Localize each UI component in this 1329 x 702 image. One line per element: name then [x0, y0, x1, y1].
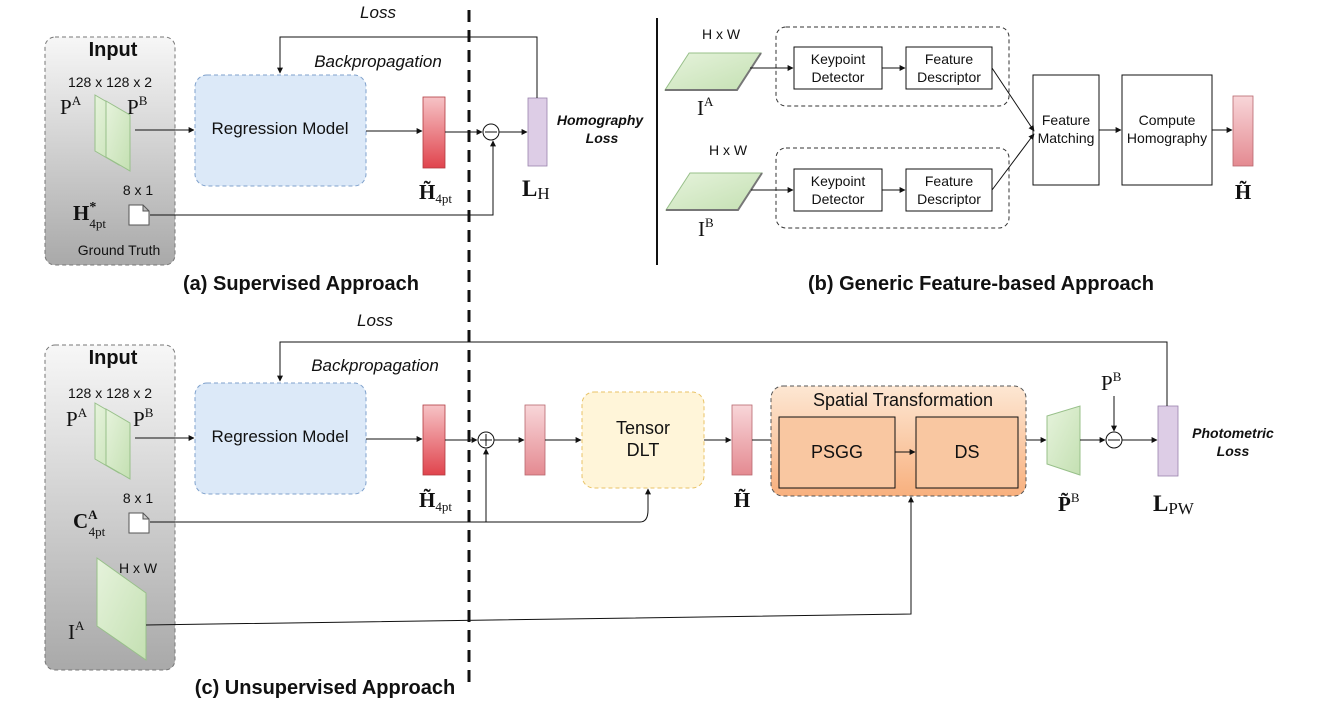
image-a-shape-c: [96, 557, 147, 661]
patch-b-shape-c: [105, 408, 131, 480]
tensor-dlt-l2: DLT: [627, 440, 660, 460]
regression-model-a-label: Regression Model: [211, 119, 348, 138]
loss-label-a: Loss: [360, 3, 396, 22]
feature-matching-box: [1032, 74, 1100, 186]
arrow-fd-top-to-match: [991, 67, 1035, 132]
warped-patch-shape: [1046, 405, 1081, 476]
input-panel-c: [44, 344, 176, 671]
patch-a-label-c: PA: [66, 405, 88, 431]
h4pt-block-c: [422, 404, 446, 476]
image-size-a-b: H x W: [702, 26, 741, 42]
image-a-label-c: IA: [68, 618, 85, 644]
h-block-c: [731, 404, 753, 476]
pb-label-c: PB: [1101, 369, 1122, 395]
gt-path-to-sub-a: [150, 140, 496, 216]
image-b-plane-shadow: [666, 172, 763, 211]
homography-loss-line1: Homography: [557, 112, 645, 128]
backprop-label-a: Backpropagation: [314, 52, 442, 71]
gt-size: 8 x 1: [123, 182, 154, 198]
homography-output-block-b: [1232, 95, 1254, 167]
warped-patch-label: P̃B: [1058, 490, 1080, 516]
regression-model-c: [194, 382, 367, 495]
loss-symbol-c: LPW: [1153, 491, 1195, 518]
compute-homography-l2: Homography: [1127, 130, 1207, 146]
loss-label-c: Loss: [357, 311, 393, 330]
backprop-path-c: [277, 341, 1168, 406]
loss-block-a: [527, 97, 548, 167]
gt-label: Ground Truth: [78, 242, 161, 258]
spatial-transformation-label: Spatial Transformation: [813, 390, 993, 410]
input-size-c: 128 x 128 x 2: [68, 385, 152, 401]
h4pt-label-c: H̃4pt: [419, 488, 452, 514]
homography-output-label-b: H̃: [1235, 180, 1251, 204]
input-size-a: 128 x 128 x 2: [68, 74, 152, 90]
input-title-a: Input: [89, 39, 138, 61]
keypoint-detector-bottom-l2: Detector: [812, 191, 865, 207]
feature-descriptor-bottom-l2: Descriptor: [917, 191, 981, 207]
feature-matching-l1: Feature: [1042, 112, 1090, 128]
caption-c: (c) Unsupervised Approach: [195, 677, 455, 699]
feature-descriptor-top: [905, 46, 993, 90]
tensor-dlt-l1: Tensor: [616, 418, 670, 438]
feature-descriptor-bottom: [905, 168, 993, 212]
psgg-label: PSGG: [811, 442, 863, 462]
patch-b-shape: [105, 100, 131, 172]
arrow-fd-bottom-to-match: [991, 133, 1035, 191]
image-size-b-b: H x W: [709, 142, 748, 158]
compute-homography-box: [1121, 74, 1213, 186]
image-a-plane-shadow: [665, 52, 762, 91]
bottom-pipeline-group: [775, 147, 1010, 229]
caption-a: (a) Supervised Approach: [183, 273, 419, 295]
keypoint-detector-bottom: [793, 168, 883, 212]
corner-doc-icon: [128, 512, 150, 534]
psgg-box: [778, 416, 896, 489]
loss-block-c: [1157, 405, 1179, 477]
image-b-plane: [665, 172, 763, 211]
loss-symbol-a: LH: [522, 176, 550, 203]
compute-homography-l1: Compute: [1139, 112, 1196, 128]
ds-label: DS: [954, 442, 979, 462]
tensor-dlt-box: [581, 391, 705, 489]
backprop-label-c: Backpropagation: [311, 356, 439, 375]
top-pipeline-group: [775, 26, 1010, 107]
keypoint-detector-top: [793, 46, 883, 90]
feature-descriptor-top-l2: Descriptor: [917, 69, 981, 85]
homography-loss-line2: Loss: [586, 130, 619, 146]
h4pt-label-a: H̃4pt: [419, 180, 452, 206]
panel-a-supervised: Input 128 x 128 x 2 PA PB 8 x 1 H*4pt Gr…: [44, 3, 645, 295]
keypoint-detector-bottom-l1: Keypoint: [811, 173, 866, 189]
image-size-c: H x W: [119, 560, 158, 576]
patch-a-label: PA: [60, 93, 82, 119]
gt-doc-icon: [128, 204, 150, 226]
regression-model-c-label: Regression Model: [211, 427, 348, 446]
patch-b-label: PB: [127, 93, 148, 119]
panel-b-feature-based: H x W IA H x W IB Keypoint Detector Feat…: [656, 18, 1254, 295]
image-a-label-b: IA: [697, 94, 714, 120]
corner-path-to-dlt: [486, 488, 651, 523]
gt-symbol: H*4pt: [73, 200, 106, 231]
image-a-plane: [664, 52, 762, 91]
corner-size: 8 x 1: [123, 490, 154, 506]
h4pt-block-a: [422, 96, 446, 169]
photometric-loss-l2: Loss: [1217, 443, 1250, 459]
feature-descriptor-top-l1: Feature: [925, 51, 973, 67]
h-label-c: H̃: [734, 488, 750, 512]
regression-model-a: [194, 74, 367, 187]
backprop-path-a: [277, 36, 538, 98]
corners-b-block: [524, 404, 546, 476]
image-a-path-to-ds: [145, 496, 914, 626]
feature-descriptor-bottom-l1: Feature: [925, 173, 973, 189]
caption-b: (b) Generic Feature-based Approach: [808, 273, 1154, 295]
patch-b-label-c: PB: [133, 405, 154, 431]
ds-box: [915, 416, 1019, 489]
keypoint-detector-top-l1: Keypoint: [811, 51, 866, 67]
image-b-label-b: IB: [698, 215, 714, 241]
feature-matching-l2: Matching: [1038, 130, 1095, 146]
input-title-c: Input: [89, 347, 138, 369]
photometric-loss-l1: Photometric: [1192, 425, 1274, 441]
keypoint-detector-top-l2: Detector: [812, 69, 865, 85]
